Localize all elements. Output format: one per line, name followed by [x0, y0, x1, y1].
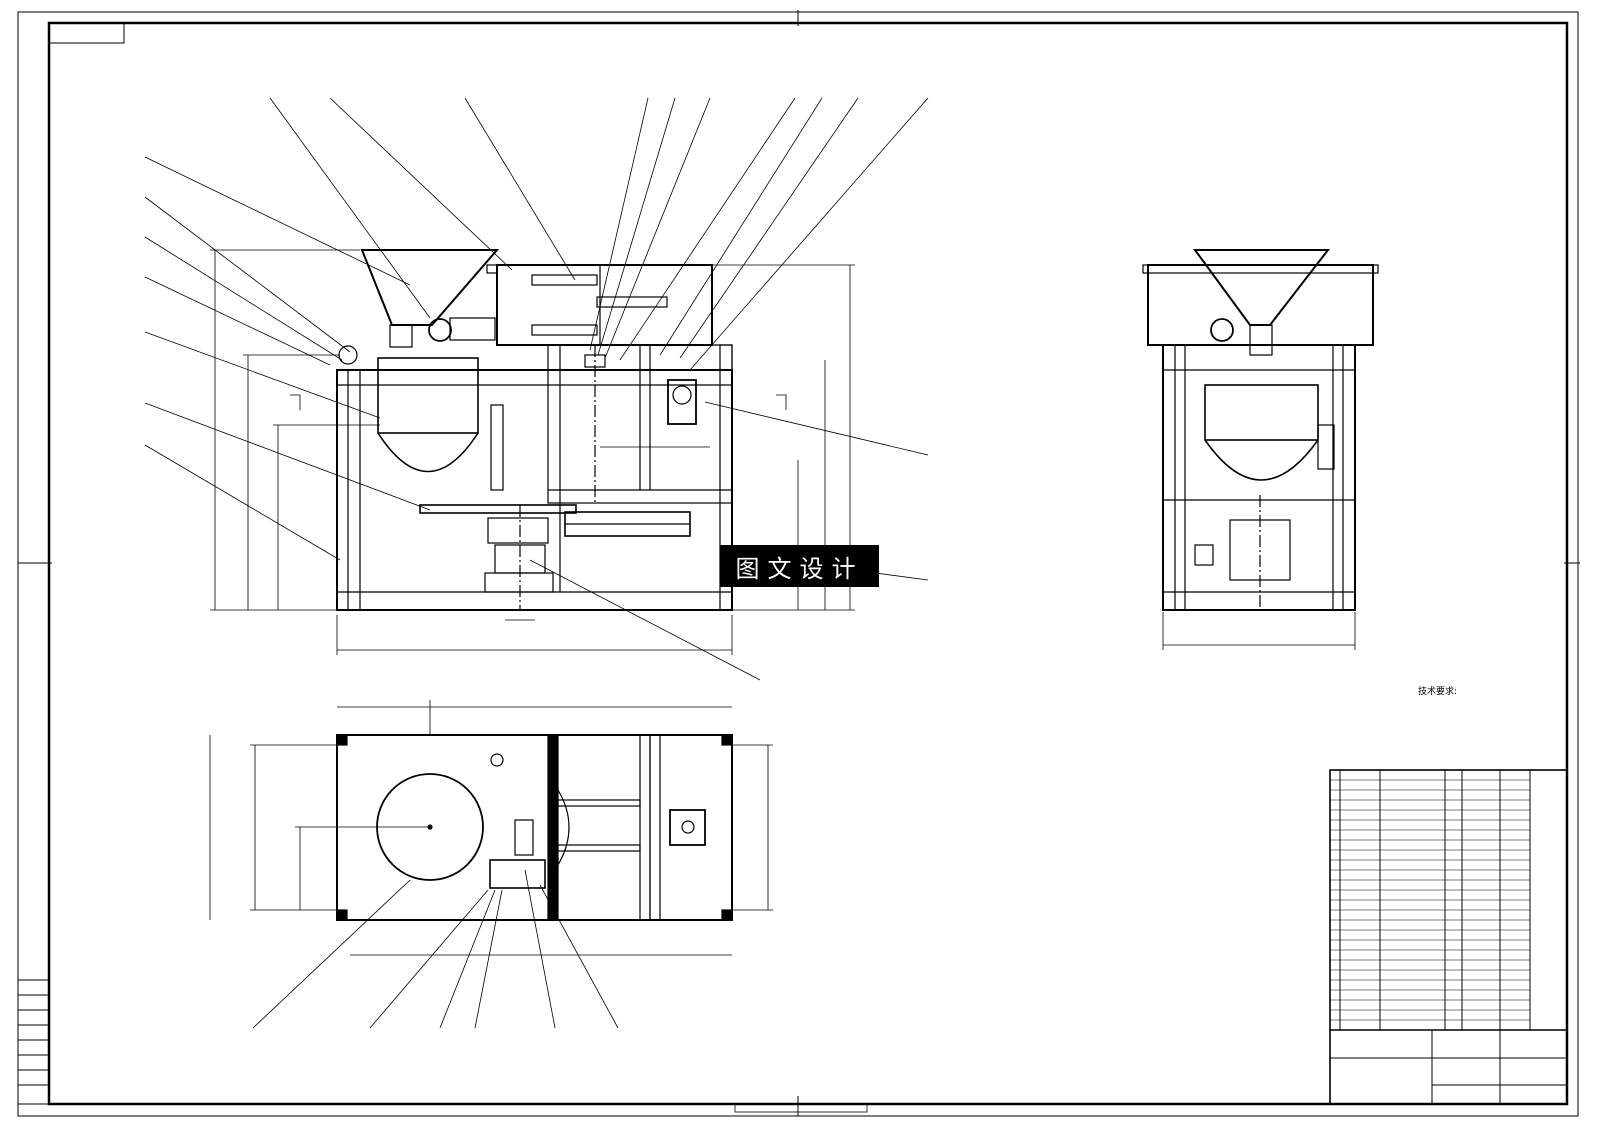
corner-box: [48, 22, 125, 44]
watermark-label: 图文设计: [720, 545, 879, 587]
centering-marks: [18, 10, 1580, 1116]
side-view: [1142, 249, 1379, 650]
revision-strip: [17, 979, 50, 1105]
technical-requirements-heading: 技术要求:: [1418, 687, 1458, 697]
top-view: [209, 700, 773, 1029]
scale-bar: [734, 1103, 868, 1113]
front-view: [144, 97, 929, 681]
title-block: [1329, 769, 1568, 1105]
